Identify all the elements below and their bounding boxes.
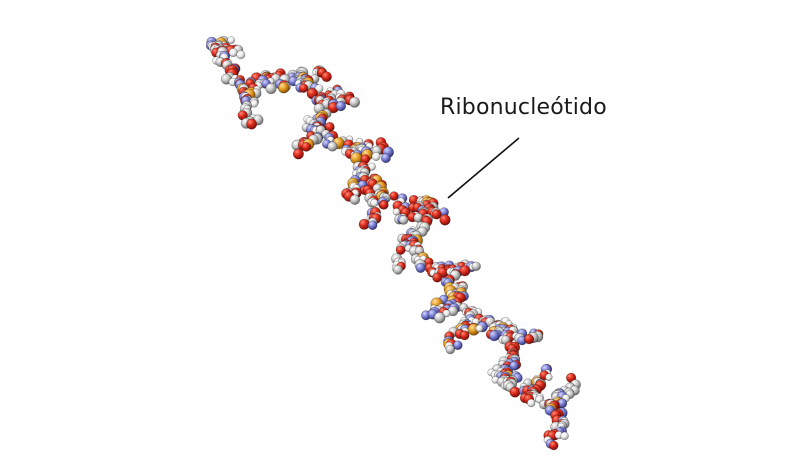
label-leader-line xyxy=(447,137,520,199)
oxygen-atom xyxy=(246,118,258,130)
oxygen-atom xyxy=(298,83,309,93)
oxygen-atom xyxy=(301,141,312,152)
oxygen-atom xyxy=(439,214,451,226)
oxygen-atom xyxy=(432,272,443,283)
phosphorus-atom xyxy=(278,81,290,94)
oxygen-atom xyxy=(459,330,470,341)
ribonucleotide-label: Ribonucleótido xyxy=(440,95,607,120)
carbon-atom xyxy=(445,344,456,355)
carbon-atom xyxy=(398,215,409,225)
rna-molecule-model xyxy=(205,35,581,451)
hydrogen-atom xyxy=(545,373,553,381)
hydrogen-atom xyxy=(228,48,238,58)
oxygen-atom xyxy=(321,71,332,82)
nitrogen-atom xyxy=(380,153,391,164)
hydrogen-atom xyxy=(236,50,246,60)
nitrogen-atom xyxy=(488,330,500,342)
hydrogen-atom xyxy=(370,198,379,207)
carbon-atom xyxy=(393,264,403,275)
oxygen-atom xyxy=(459,265,471,277)
oxygen-atom xyxy=(395,245,406,255)
oxygen-atom xyxy=(509,386,521,398)
hydrogen-atom xyxy=(526,398,536,408)
hydrogen-atom xyxy=(475,324,484,333)
oxygen-atom xyxy=(431,209,442,220)
oxygen-atom xyxy=(292,148,304,160)
oxygen-atom xyxy=(358,218,370,230)
nitrogen-atom xyxy=(367,220,378,230)
carbon-atom xyxy=(471,261,481,271)
hydrogen-atom xyxy=(371,152,381,162)
nitrogen-atom xyxy=(415,262,426,273)
hydrogen-atom xyxy=(227,36,236,44)
carbon-atom xyxy=(433,312,446,324)
carbon-atom xyxy=(265,82,277,95)
hydrogen-atom xyxy=(560,431,569,441)
carbon-atom xyxy=(327,141,338,152)
oxygen-atom xyxy=(548,440,559,451)
oxygen-atom xyxy=(379,200,389,210)
oxygen-atom xyxy=(389,191,399,201)
nitrogen-atom xyxy=(335,100,347,112)
carbon-atom xyxy=(348,96,360,108)
carbon-atom xyxy=(349,194,361,205)
nitrogen-atom xyxy=(452,340,463,351)
oxygen-atom xyxy=(523,334,535,345)
